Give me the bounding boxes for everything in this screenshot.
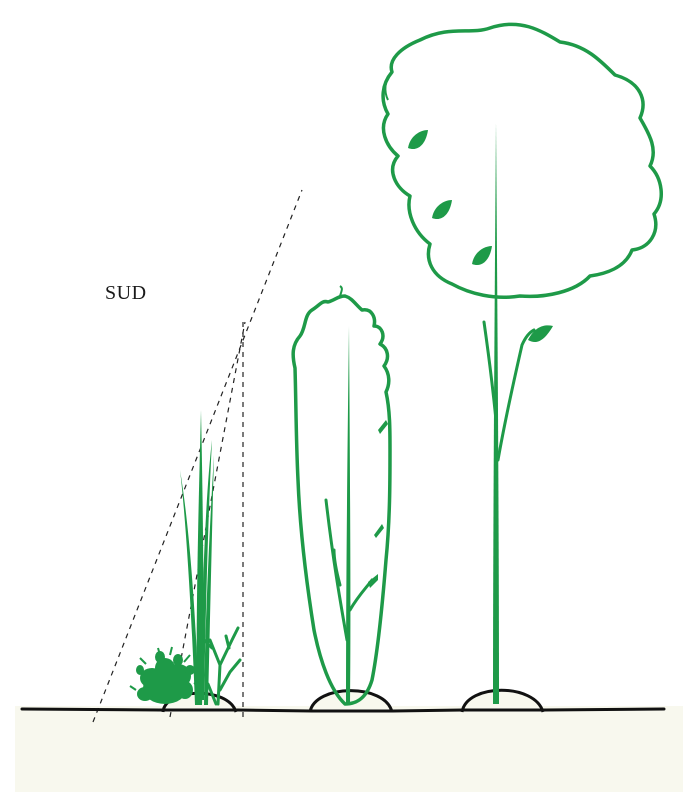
orientation-label: SUD xyxy=(105,282,147,305)
soil-block xyxy=(15,706,683,792)
narrow-upright-tree-icon xyxy=(293,286,390,704)
broad-canopy-tree-icon xyxy=(383,24,661,704)
low-shrub-with-tall-grass-icon xyxy=(130,410,240,705)
